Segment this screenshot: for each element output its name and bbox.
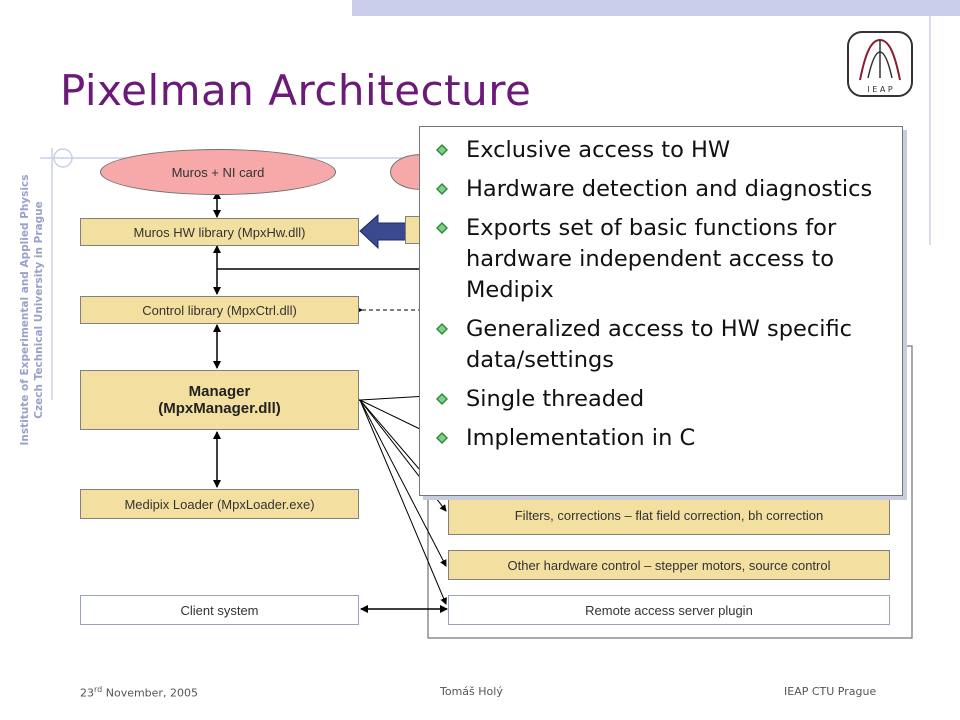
- footer-author: Tomáš Holý: [440, 685, 503, 698]
- footer-organization: IEAP CTU Prague: [784, 685, 877, 698]
- footer-date: 23rd November, 2005: [80, 685, 198, 700]
- institute-vertical-label: Institute of Experimental and Applied Ph…: [18, 166, 48, 454]
- manager-line-2: (MpxManager.dll): [158, 400, 281, 417]
- arrow-manager-plugin-1: [353, 395, 429, 404]
- popup-bullet: Hardware detection and diagnostics: [436, 174, 888, 205]
- popup-bullet: Generalized access to HW specific data/s…: [436, 314, 888, 376]
- diamond-bullet-icon: [436, 222, 448, 234]
- arrow-manager-remote: [359, 399, 447, 605]
- diamond-bullet-icon: [436, 393, 448, 405]
- box-medipix-loader: Medipix Loader (MpxLoader.exe): [80, 489, 359, 519]
- slide-title: Pixelman Architecture: [60, 66, 532, 115]
- institute-line-2: Czech Technical University in Prague: [33, 201, 45, 419]
- diamond-bullet-icon: [436, 144, 448, 156]
- box-control-library: Control library (MpxCtrl.dll): [80, 296, 359, 324]
- diamond-bullet-icon: [436, 183, 448, 195]
- box-client-system: Client system: [80, 595, 359, 625]
- ieap-logo: I E A P: [847, 31, 913, 97]
- ellipse-muros-ni-card: Muros + NI card: [100, 149, 336, 195]
- diamond-bullet-icon: [436, 323, 448, 335]
- popup-bullet: Exclusive access to HW: [436, 135, 888, 166]
- plugin-remote-access: Remote access server plugin: [448, 595, 890, 625]
- guide-circle: [53, 148, 73, 168]
- logo-text: I E A P: [867, 85, 893, 94]
- plugin-other-hardware: Other hardware control – stepper motors,…: [448, 550, 890, 580]
- popup-bullet: Single threaded: [436, 384, 888, 415]
- plugin-filters-corrections: Filters, corrections – flat field correc…: [448, 495, 890, 535]
- arrow-manager-other-hw: [359, 399, 447, 567]
- arrow-manager-plugin-3: [359, 399, 421, 471]
- popup-description: Exclusive access to HW Hardware detectio…: [419, 126, 903, 496]
- box-muros-hw-library: Muros HW library (MpxHw.dll): [80, 218, 359, 246]
- arrow-manager-plugin-2: [359, 399, 423, 431]
- box-manager: Manager (MpxManager.dll): [80, 370, 359, 430]
- diamond-bullet-icon: [436, 432, 448, 444]
- popup-bullet: Exports set of basic functions for hardw…: [436, 213, 888, 306]
- top-accent-bar: [352, 0, 960, 16]
- manager-line-1: Manager: [188, 383, 251, 400]
- popup-bullet-list: Exclusive access to HW Hardware detectio…: [420, 127, 902, 454]
- popup-bullet: Implementation in C: [436, 423, 888, 454]
- institute-line-1: Institute of Experimental and Applied Ph…: [19, 174, 31, 446]
